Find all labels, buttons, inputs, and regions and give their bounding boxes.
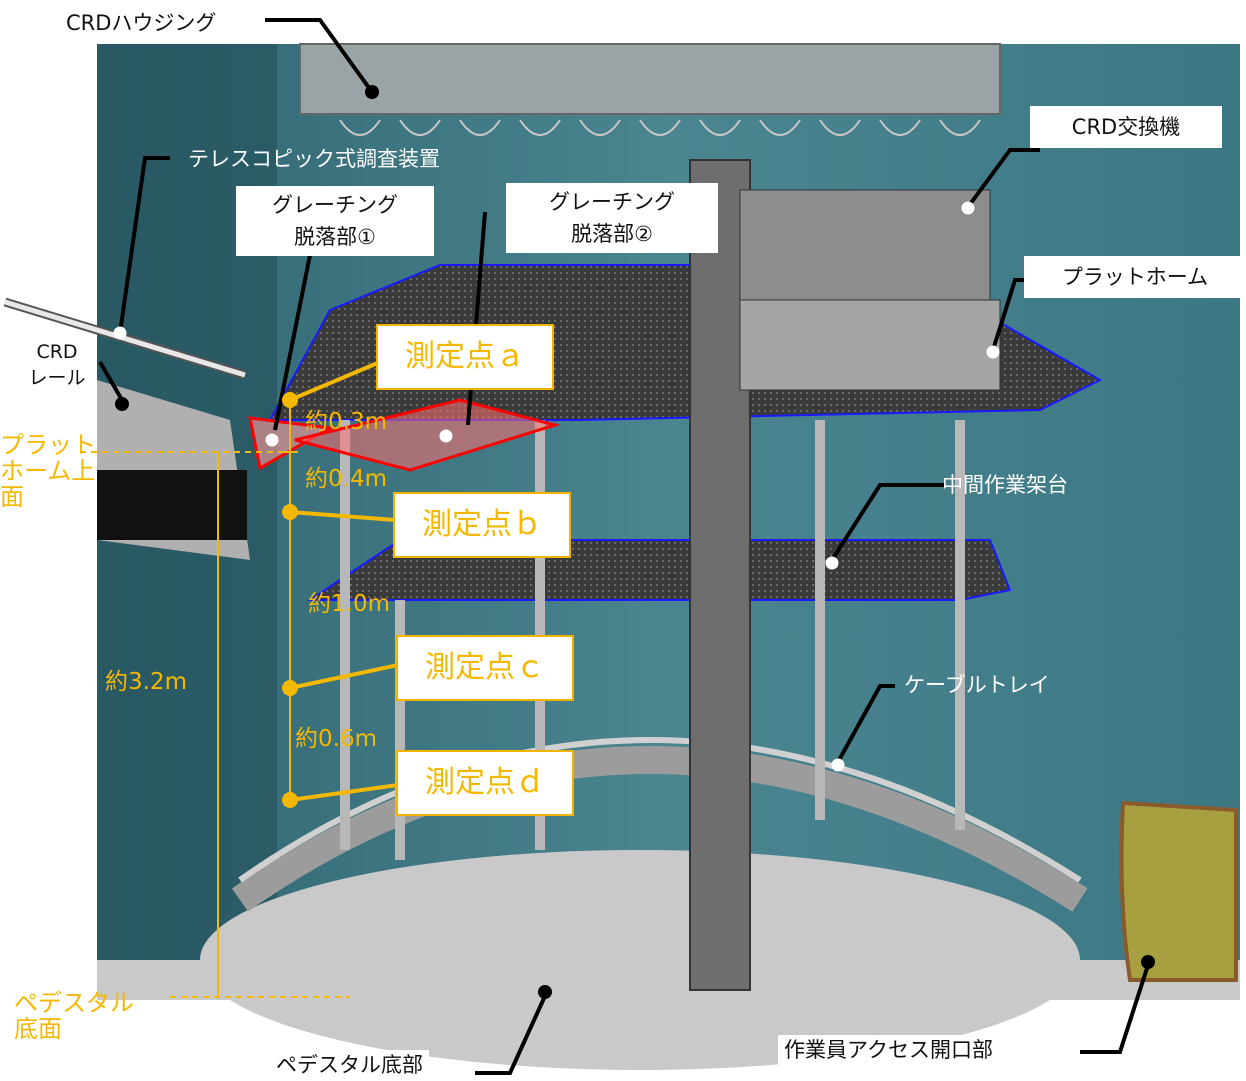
dimension-0-3m: 約0.3m (305, 409, 387, 435)
cable-tray-ring (231, 746, 1088, 912)
crd-rail-line2: レール (28, 367, 86, 389)
platform-top-line2: ホーム上 (0, 457, 96, 485)
telescopic-device-label: テレスコピック式調査装置 (188, 147, 440, 171)
measure-point-d: 測定点ｄ (396, 750, 574, 816)
white-leader-dots (113, 201, 1000, 772)
crd-housing-label: CRDハウジング (58, 6, 225, 40)
pedestal-floor-surface-label: ペデスタル 底面 (14, 990, 134, 1042)
crd-housing-array (299, 43, 1001, 136)
crd-rail-label: CRD レール (22, 337, 92, 393)
measure-point-a: 測定点ａ (376, 324, 554, 390)
intermediate-platform-label: 中間作業架台 (942, 473, 1068, 497)
crd-exchanger-body (739, 189, 991, 311)
pedestal-floor-line1: ペデスタル (14, 989, 134, 1017)
grating-drop-1-label: グレーチング 脱落部① (236, 186, 434, 256)
worker-access-opening (1119, 800, 1238, 982)
dimension-1-0m: 約1.0m (308, 591, 390, 617)
worker-access-label: 作業員アクセス開口部 (778, 1035, 999, 1065)
grating-drop-2-line2: 脱落部② (571, 222, 653, 246)
dimension-3-2m: 約3.2m (105, 669, 187, 695)
measure-point-b: 測定点ｂ (393, 492, 571, 558)
measure-leaders (289, 360, 399, 802)
crd-rail-opening (97, 470, 247, 540)
grating-drop-1-line2: 脱落部① (294, 225, 376, 249)
pedestal-bottom-label: ペデスタル底部 (270, 1050, 429, 1080)
measure-point-c: 測定点ｃ (396, 635, 574, 701)
grating-drop-1-line1: グレーチング (272, 193, 398, 217)
cable-tray-label: ケーブルトレイ (904, 673, 1050, 697)
platform-top-line3: 面 (0, 483, 24, 511)
platform-label: プラットホーム (1024, 256, 1246, 298)
grating-drop-area-2 (294, 398, 561, 472)
grating-drop-2-line1: グレーチング (549, 190, 675, 214)
leader-lines (98, 18, 1150, 1075)
grating-drop-2-label: グレーチング 脱落部② (506, 183, 718, 253)
crd-exchanger-label: CRD交換機 (1030, 106, 1222, 148)
pedestal-floor-front (97, 960, 1240, 1000)
dimension-0-4m: 約0.4m (305, 466, 387, 492)
pedestal-floor-line2: 底面 (14, 1015, 62, 1043)
leader-dots (115, 85, 1155, 999)
platform-top-surface-label: プラット ホーム上 面 (0, 432, 96, 510)
crd-rail-line1: CRD (36, 341, 78, 363)
dimension-0-6m: 約0.6m (295, 726, 377, 752)
platform-top-line1: プラット (0, 431, 96, 459)
reference-dashes (80, 451, 350, 998)
